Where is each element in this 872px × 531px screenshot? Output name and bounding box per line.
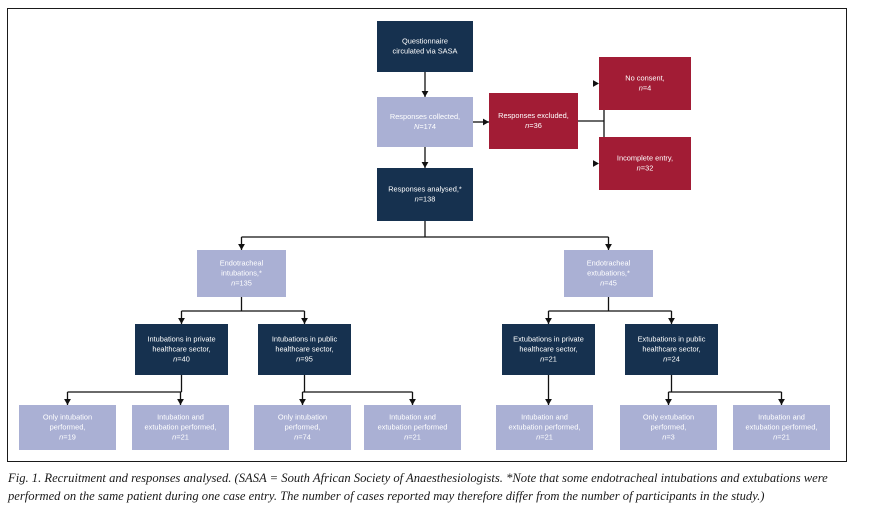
node-box [254,405,351,450]
node-box [258,324,351,375]
arrowhead-down [301,318,308,324]
arrowhead-down [668,318,675,324]
node-label: Responses collected,N=174 [390,112,460,131]
node-label: Responses analysed,*n=138 [388,184,462,203]
arrowhead-right [483,118,489,126]
arrowhead-down [421,91,429,97]
arrowhead-down [238,244,245,250]
arrowhead-down [421,162,429,168]
node-box [564,250,653,297]
node-incomplete-entry: Incomplete entry,n=32 [599,137,691,190]
node-box [19,405,116,450]
node-responses-analysed: Responses analysed,*n=138 [377,168,473,221]
node-box [733,405,830,450]
node-responses-excluded: Responses excluded,n=36 [489,93,578,149]
node-box [364,405,461,450]
node-box [599,57,691,110]
arrowhead-right [593,160,599,167]
node-box [377,21,473,72]
node-no-consent: No consent,n=4 [599,57,691,110]
node-box [377,168,473,221]
arrowhead-down [64,399,71,405]
arrowhead-down [605,244,612,250]
node-box [377,97,473,147]
node-box [132,405,229,450]
node-label: Responses excluded,n=36 [498,111,569,130]
node-responses-collected: Responses collected,N=174 [377,97,473,147]
arrowhead-down [177,399,184,405]
node-box [135,324,228,375]
arrowhead-down [299,399,306,405]
node-box [625,324,718,375]
connector-layer [64,72,785,405]
node-box [496,405,593,450]
node-box [489,93,578,149]
arrowhead-down [545,399,552,405]
arrowhead-down [545,318,552,324]
node-box [197,250,286,297]
arrowhead-right [593,80,599,87]
node-label: Incomplete entry,n=32 [617,153,673,172]
arrowhead-down [778,399,785,405]
arrowhead-down [178,318,185,324]
node-label: No consent,n=4 [625,73,664,92]
node-box [502,324,595,375]
node-box [620,405,717,450]
arrowhead-down [665,399,672,405]
figure-caption: Fig. 1. Recruitment and responses analys… [8,471,828,503]
arrowhead-down [409,399,416,405]
node-box [599,137,691,190]
